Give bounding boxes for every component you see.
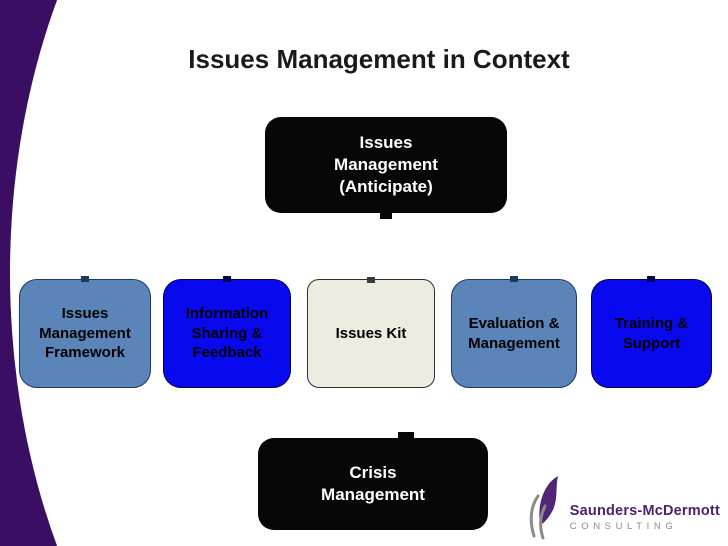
box-issues-kit: Issues Kit (307, 279, 435, 388)
connector-stub (81, 276, 89, 282)
box-training-support: Training & Support (591, 279, 712, 388)
company-logo: Saunders-McDermott CONSULTING (528, 474, 720, 540)
connector-stub (398, 432, 414, 440)
logo-stroke-outer (529, 494, 540, 538)
flame-swoosh-icon (529, 476, 558, 540)
connector-stub (647, 276, 655, 282)
logo-tagline: CONSULTING (569, 521, 678, 532)
box-issues-management-framework: Issues Management Framework (19, 279, 151, 388)
logo-company-name: Saunders-McDermott (569, 503, 720, 519)
logo-text: Saunders-McDermott CONSULTING (570, 503, 720, 540)
slide-title: Issues Management in Context (188, 44, 570, 74)
connector-stub (223, 276, 231, 282)
connector-stub (510, 276, 518, 282)
box-evaluation-management: Evaluation & Management (451, 279, 577, 388)
connector-stub (380, 211, 392, 219)
logo-stroke-inner (538, 504, 547, 540)
box-information-sharing-feedback: Information Sharing & Feedback (163, 279, 291, 388)
box-crisis-management: Crisis Management (258, 438, 488, 530)
box-issues-management-anticipate: Issues Management (Anticipate) (265, 117, 507, 213)
connector-stub (367, 277, 375, 283)
